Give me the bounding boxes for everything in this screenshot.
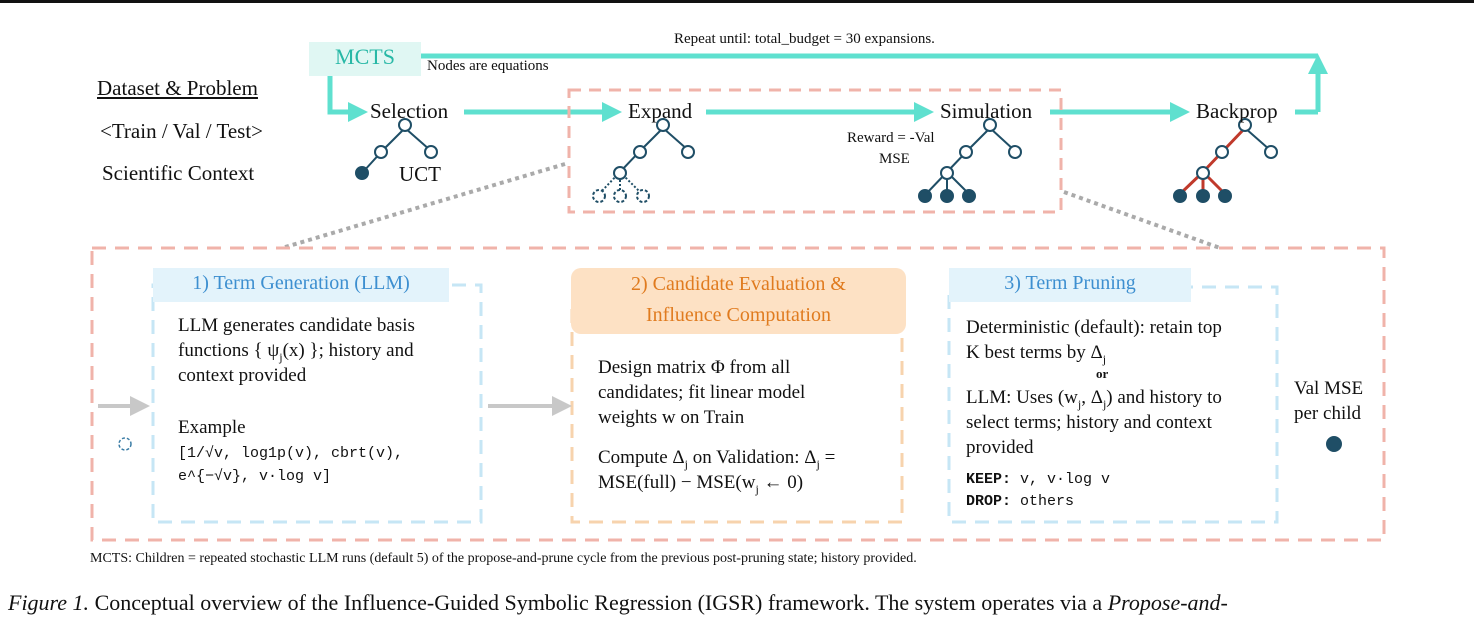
candidate-node-placeholder bbox=[118, 437, 132, 451]
panel1-text-2: functions { ψj(x) }; history and bbox=[178, 340, 414, 364]
panel2-text-4: Compute Δj on Validation: Δj = bbox=[598, 447, 836, 471]
example-code-1: [1/√v, log1p(v), cbrt(v), bbox=[178, 445, 404, 462]
panel1-text-3: context provided bbox=[178, 365, 307, 386]
uct-label: UCT bbox=[399, 162, 441, 186]
panel2-title-1: 2) Candidate Evaluation & bbox=[631, 273, 846, 295]
panel1-title-bg bbox=[153, 268, 449, 302]
context-label: Scientific Context bbox=[102, 161, 255, 185]
repeat-label: Repeat until: total_budget = 30 expansio… bbox=[674, 31, 935, 47]
zoom-connector-right bbox=[1063, 190, 1221, 250]
panel3-text-2: K best terms by Δj bbox=[966, 342, 1107, 366]
example-code-2: e^{−√v}, v·log v] bbox=[178, 468, 332, 485]
reward-label-1: Reward = -Val bbox=[847, 130, 935, 146]
simulation-label: Simulation bbox=[940, 99, 1033, 123]
panel2-text-2: candidates; fit linear model bbox=[598, 382, 806, 403]
child-node bbox=[1326, 436, 1342, 452]
propose-prune-box bbox=[90, 246, 1386, 542]
panel2-title-bg bbox=[571, 268, 906, 334]
zoom-connector-left bbox=[281, 162, 566, 250]
expand-tree bbox=[592, 118, 695, 203]
figure-caption: Figure 1. Conceptual overview of the Inf… bbox=[8, 590, 1228, 615]
panel2-title-2: Influence Computation bbox=[646, 304, 831, 326]
selection-tree bbox=[355, 118, 438, 180]
repeat-loop-arrow bbox=[421, 53, 1328, 112]
split-label: <Train / Val / Test> bbox=[100, 119, 264, 143]
mcts-label: MCTS bbox=[335, 44, 395, 69]
val-mse-label-2: per child bbox=[1294, 403, 1362, 424]
selection-label: Selection bbox=[370, 99, 449, 123]
footnote: MCTS: Children = repeated stochastic LLM… bbox=[90, 551, 917, 566]
drop-line: DROP: others bbox=[966, 493, 1075, 510]
val-mse-label-1: Val MSE bbox=[1294, 378, 1364, 399]
panel3-text-4: select terms; history and context bbox=[966, 412, 1212, 433]
or-label: or bbox=[1096, 366, 1109, 381]
simulation-tree bbox=[918, 118, 1022, 203]
panel3-title-bg bbox=[949, 268, 1191, 302]
mcts-box bbox=[309, 42, 421, 76]
panel3-text-1: Deterministic (default): retain top bbox=[966, 317, 1222, 338]
panel3-text-5: provided bbox=[966, 437, 1034, 458]
backprop-tree bbox=[1173, 118, 1278, 203]
keep-line: KEEP: v, v·log v bbox=[966, 471, 1111, 488]
dataset-label: Dataset & Problem bbox=[97, 76, 258, 100]
mcts-to-selection-arrow bbox=[327, 76, 368, 122]
panel2-text-1: Design matrix Φ from all bbox=[598, 357, 791, 378]
backprop-label: Backprop bbox=[1196, 99, 1278, 123]
expand-simulation-zoom-box bbox=[567, 88, 1063, 214]
panel3-text-3: LLM: Uses (wj, Δj) and history to bbox=[966, 387, 1222, 411]
example-label: Example bbox=[178, 417, 246, 438]
reward-label-2: MSE bbox=[879, 151, 910, 167]
panel3-title: 3) Term Pruning bbox=[1004, 272, 1136, 294]
panel1-text-1: LLM generates candidate basis bbox=[178, 315, 415, 336]
nodes-label: Nodes are equations bbox=[427, 58, 549, 74]
panel2-text-3: weights w on Train bbox=[598, 407, 745, 428]
expand-label: Expand bbox=[628, 99, 693, 123]
panel2-text-5: MSE(full) − MSE(wj ← 0) bbox=[598, 472, 804, 496]
top-rule bbox=[0, 0, 1474, 3]
panel1-title: 1) Term Generation (LLM) bbox=[192, 272, 410, 294]
